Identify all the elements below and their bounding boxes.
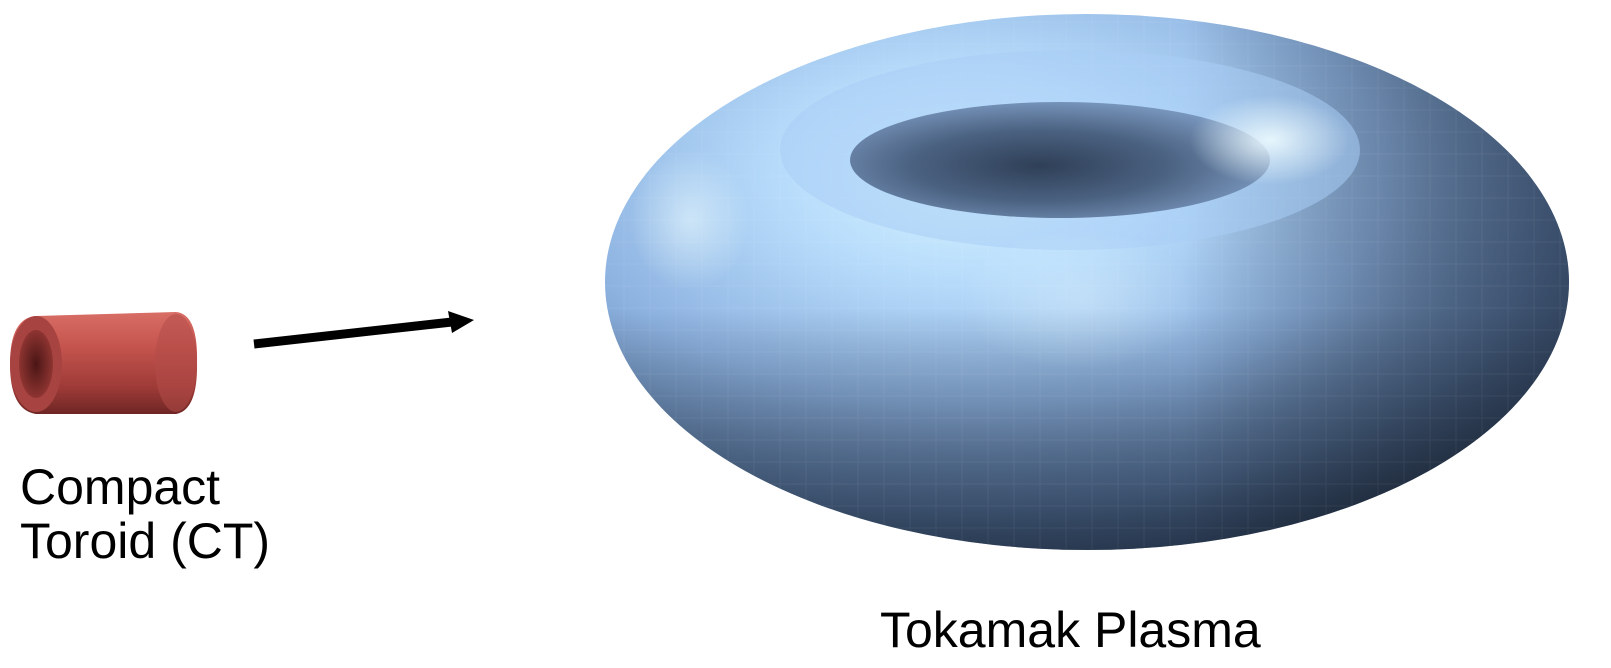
tokamak-torus-shape: [605, 14, 1569, 550]
compact-toroid-label-line2: Toroid (CT): [20, 513, 271, 569]
injection-arrow: [253, 311, 474, 349]
tokamak-plasma-label: Tokamak Plasma: [880, 602, 1261, 658]
compact-toroid-shape: [10, 312, 198, 414]
compact-toroid-label-line1: Compact: [20, 459, 221, 515]
